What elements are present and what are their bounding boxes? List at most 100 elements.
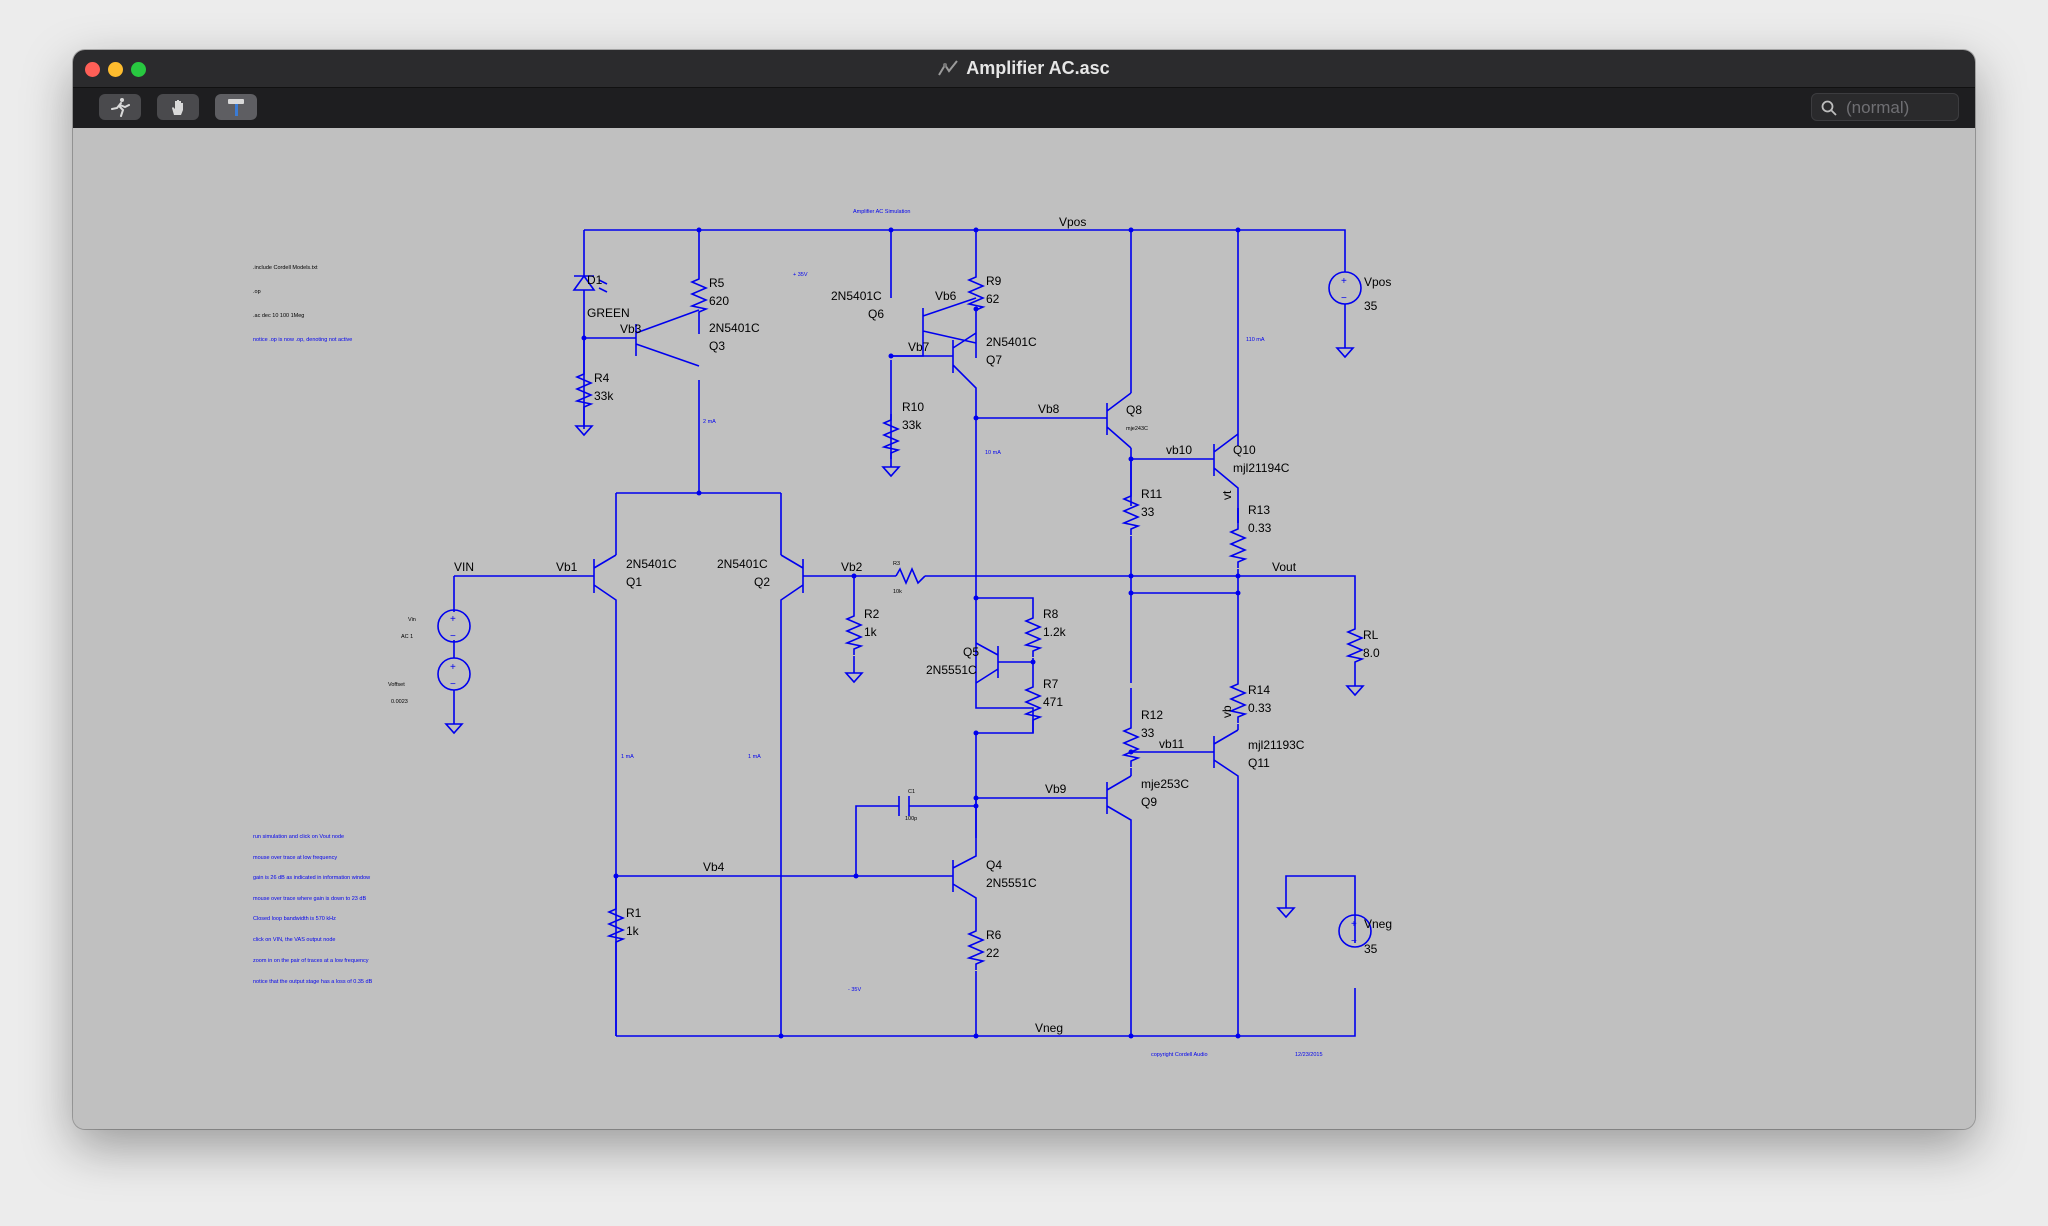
q10-model: mjl21194C (1233, 461, 1290, 475)
toolbar (73, 88, 1975, 128)
footer-copyright: copyright Cordell Audio (1151, 1052, 1208, 1058)
q9-model: mje253C (1141, 777, 1189, 791)
r9-value: 62 (986, 292, 1000, 306)
instruction-6: click on VIN, the VAS output node (253, 937, 335, 943)
schematic-title: Amplifier AC Simulation (853, 209, 910, 215)
r3-value: 10k (893, 589, 902, 595)
q9-ref: Q9 (1141, 795, 1157, 809)
r1-ref: R1 (626, 906, 642, 920)
directive-include: .include Cordell Models.txt (253, 265, 318, 271)
svg-text:+: + (450, 614, 456, 625)
voffset-src-value: 0.0023 (391, 699, 408, 705)
net-vout: Vout (1272, 560, 1297, 574)
instruction-8: notice that the output stage has a loss … (253, 979, 373, 985)
annot-i-q1: 1 mA (621, 754, 634, 760)
voffset-src-ref: Voffset (388, 682, 405, 688)
vin-src-ref: Vin (408, 617, 416, 623)
net-vb7: Vb7 (908, 340, 930, 354)
r9-ref: R9 (986, 274, 1002, 288)
title-bar: Amplifier AC.asc (73, 50, 1975, 88)
annot-i-q2: 1 mA (748, 754, 761, 760)
zoom-window-button[interactable] (131, 62, 146, 77)
net-vneg: Vneg (1035, 1021, 1063, 1035)
voltage-sources (437, 271, 1372, 948)
running-man-icon (111, 98, 130, 117)
run-simulation-button[interactable] (99, 94, 141, 120)
r14-value: 0.33 (1248, 701, 1272, 715)
minimize-window-button[interactable] (108, 62, 123, 77)
q5-ref: Q5 (963, 645, 979, 659)
d1-value: GREEN (587, 306, 630, 320)
window-title: Amplifier AC.asc (73, 58, 1975, 82)
r10-value: 33k (902, 418, 922, 432)
schematic-canvas[interactable]: Amplifier AC Simulation .include Cordell… (73, 128, 1975, 1129)
instruction-5: Closed loop bandwidth is 570 kHz (253, 916, 336, 922)
svg-text:+: + (1351, 919, 1357, 930)
svg-text:−: − (1341, 293, 1347, 304)
instruction-1: run simulation and click on Vout node (253, 834, 344, 840)
rl-ref: RL (1363, 628, 1379, 642)
svg-text:−: − (450, 631, 456, 642)
q7-model: 2N5401C (986, 335, 1037, 349)
net-vb10: vb10 (1166, 443, 1192, 457)
directive-ac: .ac dec 10 100 1Meg (253, 313, 304, 319)
r8-value: 1.2k (1043, 625, 1067, 639)
net-vin: VIN (454, 560, 474, 574)
rl-value: 8.0 (1363, 646, 1380, 660)
net-vb9: Vb9 (1045, 782, 1067, 796)
annot-i-q7: 10 mA (985, 450, 1001, 456)
net-vb11: vb11 (1159, 737, 1184, 751)
r5-ref: R5 (709, 276, 725, 290)
net-vb3: Vb3 (620, 322, 642, 336)
q10-ref: Q10 (1233, 443, 1256, 457)
net-vb2: Vb2 (841, 560, 863, 574)
r5-value: 620 (709, 294, 729, 308)
annot-i-q3: 2 mA (703, 419, 716, 425)
r13-ref: R13 (1248, 503, 1270, 517)
component-labels: D1 GREEN R5 620 R4 33k 2N5401C Q3 R9 62 … (587, 273, 1392, 960)
search-input[interactable] (1844, 97, 1956, 119)
r14-ref: R14 (1248, 683, 1270, 697)
ltspice-app-icon (938, 59, 959, 82)
q1-ref: Q1 (626, 575, 642, 589)
q11-model: mjl21193C (1248, 738, 1305, 752)
r2-ref: R2 (864, 607, 880, 621)
diode-d1 (572, 274, 608, 293)
search-box[interactable] (1811, 93, 1959, 121)
instruction-4: mouse over trace where gain is down to 2… (253, 896, 366, 902)
footer-date: 12/23/2015 (1295, 1052, 1323, 1058)
q7-ref: Q7 (986, 353, 1002, 367)
note-text: notice .op is now .op, denoting not acti… (253, 337, 352, 343)
c1-ref: C1 (908, 789, 915, 795)
r7-value: 471 (1043, 695, 1063, 709)
search-icon (1821, 100, 1837, 116)
vpos-src-value: 35 (1364, 299, 1378, 313)
net-vb1: Vb1 (556, 560, 578, 574)
net-vpos: Vpos (1059, 215, 1086, 229)
q6-model: 2N5401C (831, 289, 882, 303)
schematic-drawing[interactable]: Amplifier AC Simulation .include Cordell… (73, 128, 1975, 1129)
r1-value: 1k (626, 924, 640, 938)
q3-model: 2N5401C (709, 321, 760, 335)
r6-value: 22 (986, 946, 1000, 960)
annot-vminus: - 35V (848, 987, 861, 993)
halt-button[interactable] (157, 94, 199, 120)
r12-value: 33 (1141, 726, 1155, 740)
r4-ref: R4 (594, 371, 610, 385)
r6-ref: R6 (986, 928, 1002, 942)
junction-dots (581, 227, 1241, 1039)
q4-model: 2N5551C (986, 876, 1037, 890)
q4-ref: Q4 (986, 858, 1002, 872)
vin-src-value: AC 1 (401, 634, 413, 640)
net-vb8: Vb8 (1038, 402, 1060, 416)
close-window-button[interactable] (85, 62, 100, 77)
window-title-text: Amplifier AC.asc (966, 58, 1110, 78)
app-window: Amplifier AC.asc (73, 50, 1975, 1129)
hammer-tool-button[interactable] (215, 94, 257, 120)
resistors (576, 270, 1363, 971)
r3-ref: R3 (893, 561, 900, 567)
r4-value: 33k (594, 389, 614, 403)
svg-text:−: − (1351, 936, 1357, 947)
r2-value: 1k (864, 625, 878, 639)
vneg-src-ref: Vneg (1364, 917, 1392, 931)
